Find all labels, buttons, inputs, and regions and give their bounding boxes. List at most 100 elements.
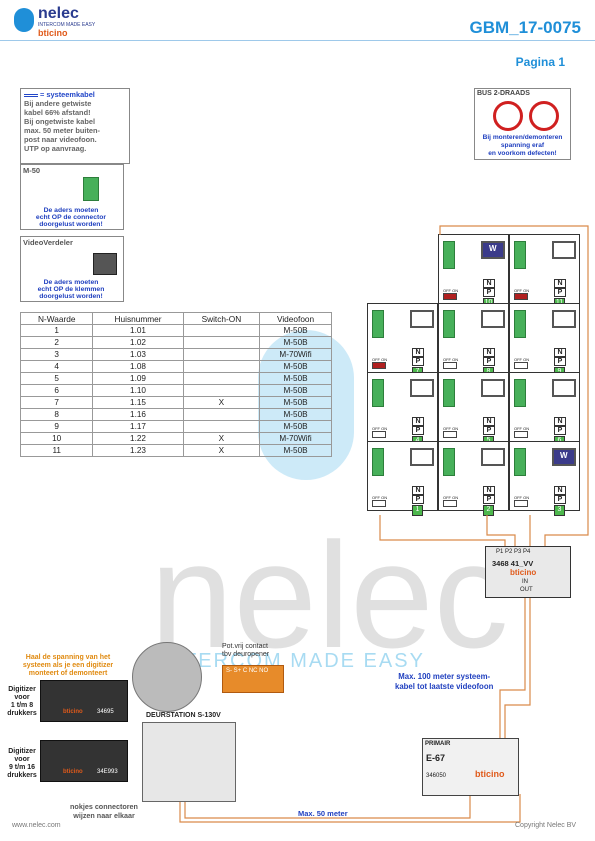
monitor-icon xyxy=(481,448,505,466)
unit-number: 3 xyxy=(554,498,576,516)
dig2-code: 34E993 xyxy=(97,769,118,775)
table-cell: X xyxy=(182,444,261,457)
psu-title: PRIMAIR xyxy=(425,741,451,747)
brand-bticino: bticino xyxy=(38,28,68,38)
unit-switch xyxy=(514,431,528,438)
wire-4 xyxy=(439,225,589,548)
zoom-detail xyxy=(132,642,202,712)
videophone-unit: OFF ONNP5 xyxy=(438,372,509,447)
wifi-mark: W xyxy=(560,451,568,460)
np-labels: NP xyxy=(412,486,434,504)
digitizer-1: bticino 34695 xyxy=(40,680,128,722)
address-table: N-Waarde Huisnummer Switch-ON Videofoon … xyxy=(19,312,332,457)
wire-5 xyxy=(499,596,526,738)
unit-connector xyxy=(443,241,455,269)
unit-number: 1 xyxy=(412,498,434,516)
np-labels: NP xyxy=(554,279,576,297)
dig1-code: 34695 xyxy=(97,709,114,715)
unit-switch xyxy=(372,500,386,507)
door-station xyxy=(142,722,236,802)
table-cell: 1.23 xyxy=(92,444,184,457)
monitor-icon xyxy=(552,310,576,328)
brand-name: nelec xyxy=(38,5,79,22)
legend-box: = systeemkabel Bij andere getwiste kabel… xyxy=(20,88,130,164)
np-labels: NP xyxy=(554,417,576,435)
unit-switch xyxy=(514,293,528,300)
unit-switch xyxy=(514,500,528,507)
max50-note: Max. 50 meter xyxy=(298,809,348,818)
psu-e67: PRIMAIR E-67 346050 bticino xyxy=(422,738,519,796)
unit-connector xyxy=(514,241,526,269)
unit-connector xyxy=(443,310,455,338)
dig1-brand: bticino xyxy=(63,709,83,715)
np-labels: NP xyxy=(483,279,505,297)
unit-switch xyxy=(372,431,386,438)
unit-switch xyxy=(443,500,457,507)
legend-line: max. 50 meter buiten- xyxy=(24,126,100,135)
wire-2 xyxy=(486,515,516,548)
wire-7 xyxy=(179,794,521,823)
videophone-unit: OFF ONNP7 xyxy=(367,303,438,378)
videophone-unit: OFF ONNP8 xyxy=(438,303,509,378)
vv-title: VideoVerdeler xyxy=(23,238,73,247)
np-labels: NP xyxy=(483,348,505,366)
legend-line: post naar videofoon. xyxy=(24,135,97,144)
legend-line: UTP op aanvraag. xyxy=(24,144,87,153)
monitor-icon xyxy=(410,448,434,466)
offon-label: OFF ON xyxy=(372,426,388,431)
table-cell: 11 xyxy=(19,444,94,457)
door-title: DEURSTATION S-130V xyxy=(146,712,221,719)
video-splitter: P1 P2 P3 P4 3468 41_VV bticino IN OUT xyxy=(485,546,571,598)
wire-8 xyxy=(184,794,471,819)
unit-connector xyxy=(514,379,526,407)
wire-1 xyxy=(379,515,506,548)
np-labels: NP xyxy=(554,486,576,504)
monitor-icon xyxy=(552,379,576,397)
unit-number: 2 xyxy=(483,498,505,516)
splitter-out: OUT xyxy=(520,587,533,593)
unit-switch xyxy=(443,431,457,438)
dig2-brand: bticino xyxy=(63,769,83,775)
watermark-logo: nelec xyxy=(150,511,509,679)
np-labels: NP xyxy=(412,417,434,435)
unit-connector xyxy=(372,310,384,338)
monitor-icon xyxy=(410,310,434,328)
brand-icon xyxy=(14,8,34,32)
unit-connector xyxy=(372,379,384,407)
unit-switch xyxy=(372,362,386,369)
offon-label: OFF ON xyxy=(443,495,459,500)
splitter-ports: P1 P2 P3 P4 xyxy=(496,549,531,555)
unit-connector xyxy=(443,379,455,407)
offon-label: OFF ON xyxy=(514,495,530,500)
monitor-icon xyxy=(410,379,434,397)
unit-connector xyxy=(514,448,526,476)
psu-brand: bticino xyxy=(475,769,505,779)
psu-code: 346050 xyxy=(426,773,447,779)
unit-connector xyxy=(514,310,526,338)
doc-id: GBM_17-0075 xyxy=(469,18,581,37)
np-labels: NP xyxy=(483,417,505,435)
m50-connector-icon xyxy=(83,177,99,201)
unit-connector xyxy=(443,448,455,476)
m50-title: M-50 xyxy=(23,166,41,175)
offon-label: OFF ON xyxy=(514,288,530,293)
np-labels: NP xyxy=(554,348,576,366)
brand-tagline: INTERCOM MADE EASY xyxy=(38,22,96,28)
unit-connector xyxy=(372,448,384,476)
